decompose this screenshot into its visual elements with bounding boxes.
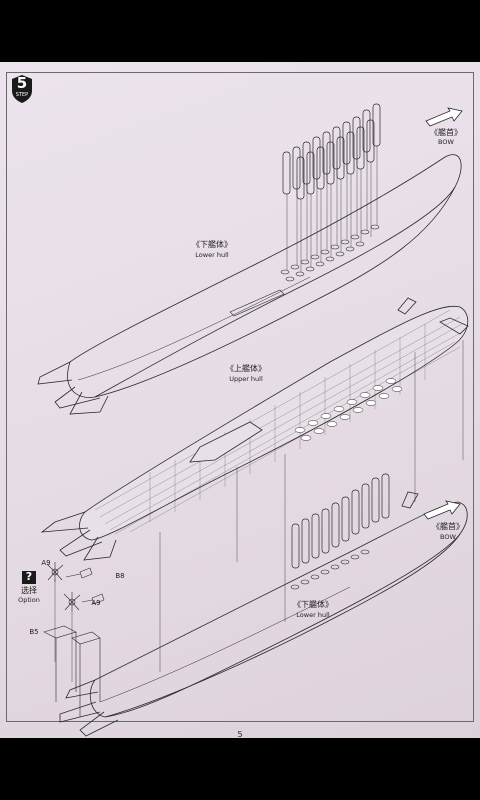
missile-tube-icon	[282, 103, 381, 272]
bow-label-top-en: BOW	[438, 138, 454, 146]
bow-label-top: 《艦首》	[430, 128, 462, 137]
propeller-icon	[63, 592, 81, 612]
part-b5: B5	[29, 628, 39, 636]
part-b8: B8	[115, 572, 125, 580]
option-parts-drawing	[43, 562, 105, 717]
propeller-icon	[46, 562, 64, 582]
option-label-en: Option	[18, 596, 40, 604]
upper-hull-label-en: Upper hull	[229, 375, 263, 383]
bow-arrow-icon	[423, 500, 461, 520]
part-a9-top: A9	[41, 559, 51, 567]
step-word: STEP	[15, 92, 29, 98]
lower-hull-bottom-label-en: Lower hull	[296, 611, 330, 619]
lower-hull-top-label-en: Lower hull	[195, 251, 229, 259]
bow-arrow-icon	[425, 107, 463, 127]
lower-hull-bottom-label: 《下艦体》	[293, 600, 333, 609]
bow-label-bottom: 《艦首》	[432, 522, 464, 531]
option-question-icon: ?	[22, 570, 36, 584]
page-frame	[6, 72, 474, 722]
lower-hull-top-label: 《下艦体》	[192, 240, 232, 249]
lower-hull-bottom-drawing	[59, 473, 468, 737]
instruction-sheet: 5 STEP 《艦首》 BOW 《下艦体》 Lower hull 《上艦体》 U…	[0, 62, 480, 739]
bow-label-bottom-en: BOW	[440, 533, 456, 541]
step-number: 5	[16, 74, 28, 92]
upper-hull-label: 《上艦体》	[226, 364, 266, 373]
part-a9-bottom: A9	[91, 599, 101, 607]
option-label: 选择	[21, 586, 37, 595]
page-number: 5	[237, 730, 243, 739]
assembly-drawing	[37, 103, 469, 737]
step-badge-icon: 5 STEP	[9, 74, 35, 104]
upper-hull-drawing	[40, 297, 469, 561]
